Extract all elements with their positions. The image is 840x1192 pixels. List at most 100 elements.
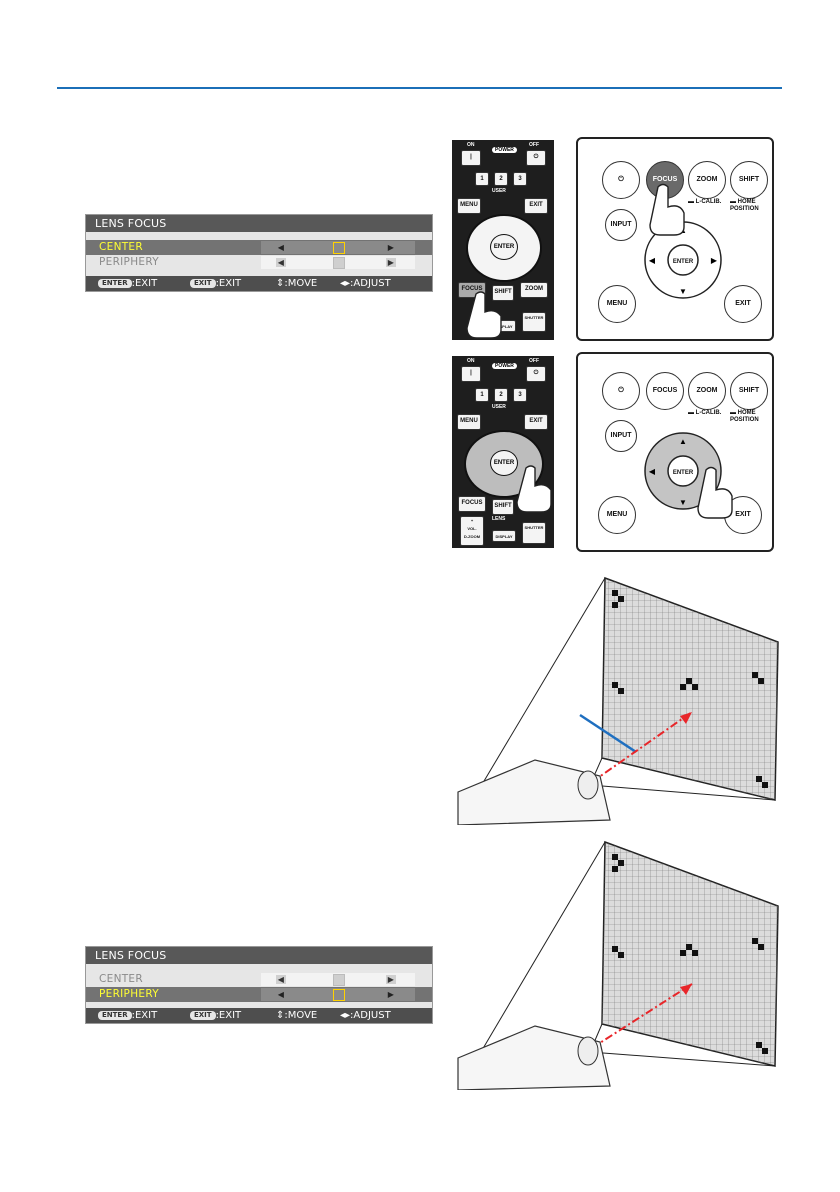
cabinet-zoom-button[interactable]: ZOOM [688, 372, 726, 410]
cabinet-exit-button[interactable]: EXIT [724, 285, 762, 323]
power-on-button[interactable]: | [461, 150, 481, 166]
lcalib-label: ▬ L-CALIB. [688, 410, 722, 416]
svg-text:ENTER: ENTER [673, 259, 694, 265]
periphery-slider[interactable]: ◀ ▶ [261, 988, 415, 1001]
right-arrow-icon[interactable]: ▶ [387, 990, 395, 999]
left-arrow-icon[interactable]: ◀ [276, 258, 286, 267]
svg-text:ENTER: ENTER [673, 470, 694, 476]
projector-lens [577, 770, 599, 800]
remote-shift-button[interactable]: SHIFT [492, 499, 514, 515]
osd-row-periphery[interactable]: PERIPHERY ◀ ▶ [86, 255, 432, 270]
osd-row-center[interactable]: CENTER ◀ ▶ [86, 240, 432, 255]
cabinet-focus-button[interactable]: FOCUS [646, 372, 684, 410]
osd-title: LENS FOCUS [86, 947, 432, 964]
left-arrow-icon[interactable]: ◀ [277, 243, 285, 252]
left-arrow-icon[interactable]: ◀ [276, 975, 286, 984]
power-off-button[interactable]: ⏻ [526, 150, 546, 166]
slider-knob[interactable] [333, 242, 345, 254]
slider-knob[interactable] [333, 257, 345, 269]
center-slider[interactable]: ◀ ▶ [261, 973, 415, 986]
remote-power-label: POWER [492, 147, 517, 153]
user-key-3[interactable]: 3 [513, 172, 527, 186]
osd-row-label: CENTER [99, 973, 143, 985]
user-key-1[interactable]: 1 [475, 388, 489, 402]
cabinet-zoom-button[interactable]: ZOOM [688, 161, 726, 199]
slider-knob[interactable] [333, 974, 345, 986]
left-right-arrows-icon: ◂▸ [340, 278, 351, 289]
cabinet-menu-button[interactable]: MENU [598, 496, 636, 534]
remote-on-label: ON [467, 358, 475, 364]
cabinet-shift-button[interactable]: SHIFT [730, 161, 768, 199]
remote-dpad[interactable]: ENTER [464, 430, 544, 498]
remote-shutter-button[interactable]: SHUTTER [522, 522, 546, 544]
left-arrow-icon[interactable]: ◀ [277, 990, 285, 999]
right-arrow-icon[interactable]: ▶ [387, 243, 395, 252]
laser-arrowhead [680, 712, 692, 724]
remote-control-adjust: ON POWER OFF | ⏻ 1 2 3 USER MENU EXIT EN… [452, 356, 554, 548]
cabinet-power-button[interactable]: ⏻ [602, 161, 640, 199]
footer-exit-text: :EXIT [215, 278, 242, 289]
remote-off-label: OFF [529, 142, 539, 148]
cabinet-power-button[interactable]: ⏻ [602, 372, 640, 410]
remote-focus-button[interactable]: FOCUS [458, 496, 486, 512]
osd-row-label: CENTER [99, 241, 143, 253]
svg-text:▼: ▼ [679, 287, 687, 296]
user-key-3[interactable]: 3 [513, 388, 527, 402]
osd-footer: ENTER:EXIT EXIT:EXIT ⇕:MOVE ◂▸:ADJUST [86, 1008, 432, 1023]
remote-enter-button[interactable]: ENTER [490, 450, 518, 476]
remote-zoom-button[interactable]: ZOOM [520, 282, 548, 298]
remote-menu-button[interactable]: MENU [457, 414, 481, 430]
center-slider[interactable]: ◀ ▶ [261, 241, 415, 254]
osd-row-label: PERIPHERY [99, 256, 159, 268]
power-off-button[interactable]: ⏻ [526, 366, 546, 382]
remote-exit-button[interactable]: EXIT [524, 198, 548, 214]
left-right-arrows-icon: ◂▸ [340, 1010, 351, 1021]
user-key-2[interactable]: 2 [494, 388, 508, 402]
header-rule [57, 87, 782, 89]
projection-periphery-illustration [457, 840, 779, 1090]
footer-adjust-text: :ADJUST [350, 1010, 391, 1021]
footer-exit-text: :EXIT [131, 1010, 158, 1021]
osd-row-periphery[interactable]: PERIPHERY ◀ ▶ [86, 987, 432, 1002]
up-down-arrows-icon: ⇕ [276, 1010, 285, 1021]
remote-enter-button[interactable]: ENTER [490, 234, 518, 260]
cabinet-input-button[interactable]: INPUT [605, 209, 637, 241]
slider-knob[interactable] [333, 989, 345, 1001]
svg-text:◀: ◀ [649, 467, 656, 476]
osd-row-center[interactable]: CENTER ◀ ▶ [86, 972, 432, 987]
remote-user-label: USER [492, 404, 506, 410]
screen-edge-line [579, 713, 637, 754]
power-on-button[interactable]: | [461, 366, 481, 382]
user-key-2[interactable]: 2 [494, 172, 508, 186]
laser-line [591, 983, 693, 1049]
projection-center-illustration [457, 576, 779, 825]
remote-display-button[interactable]: DISPLAY [492, 530, 516, 542]
right-arrow-icon[interactable]: ▶ [386, 975, 396, 984]
remote-dpad[interactable]: ENTER [466, 214, 542, 282]
remote-menu-button[interactable]: MENU [457, 198, 481, 214]
cabinet-shift-button[interactable]: SHIFT [730, 372, 768, 410]
cabinet-input-button[interactable]: INPUT [605, 420, 637, 452]
shutter-label: SHUTTER [524, 315, 544, 320]
projector-body [457, 1025, 611, 1090]
right-arrow-icon[interactable]: ▶ [386, 258, 396, 267]
pressing-finger-icon [516, 465, 552, 513]
remote-exit-button[interactable]: EXIT [524, 414, 548, 430]
user-key-1[interactable]: 1 [475, 172, 489, 186]
remote-shift-button[interactable]: SHIFT [492, 285, 514, 301]
remote-lens-label: LENS [492, 516, 506, 522]
remote-shutter-button[interactable]: SHUTTER [522, 312, 546, 332]
exit-key-badge: EXIT [190, 278, 216, 288]
footer-exit-text: :EXIT [131, 278, 158, 289]
svg-text:◀: ◀ [649, 256, 656, 265]
remote-vol-dzoom-button[interactable]: +VOL.D-ZOOM [460, 516, 484, 546]
cabinet-menu-button[interactable]: MENU [598, 285, 636, 323]
periphery-slider[interactable]: ◀ ▶ [261, 256, 415, 269]
exit-key-badge: EXIT [190, 1010, 216, 1020]
svg-text:▶: ▶ [711, 256, 718, 265]
lcalib-label: ▬ L-CALIB. [688, 199, 722, 205]
laser-arrowhead [680, 984, 692, 995]
